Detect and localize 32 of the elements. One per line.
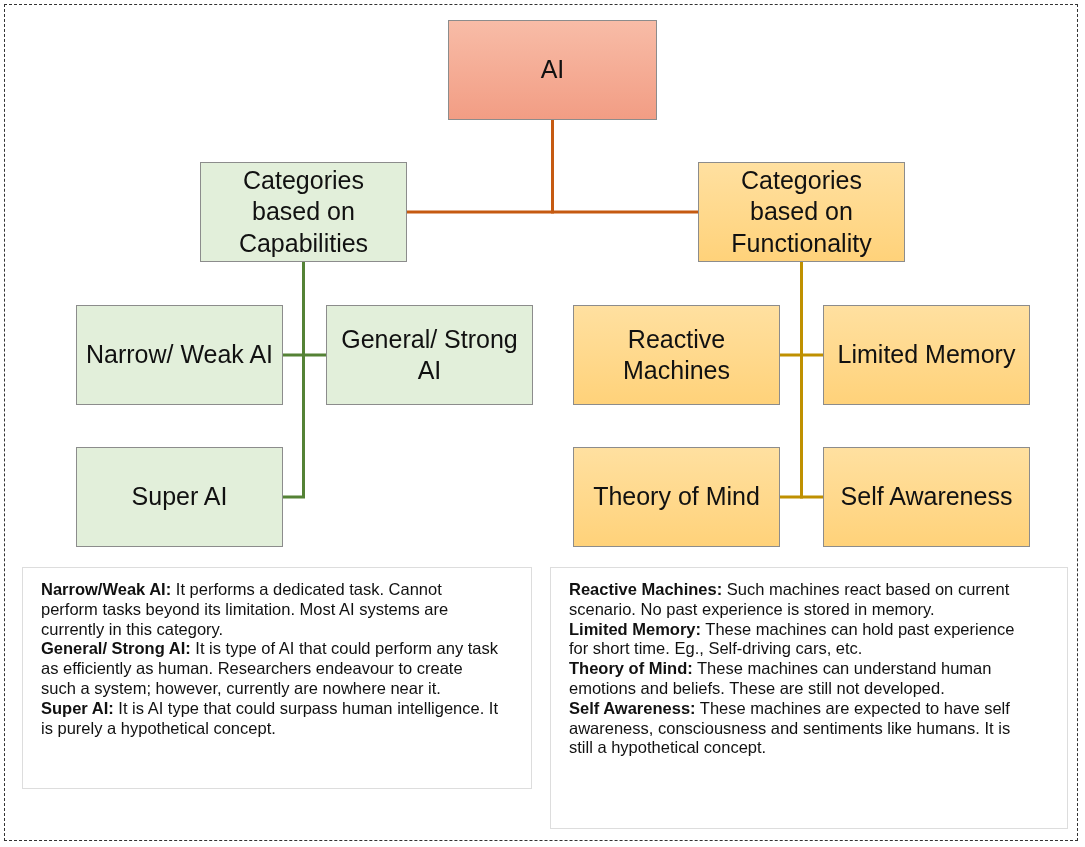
category-box <box>76 305 283 405</box>
box-label: Categories based on Functionality <box>730 165 873 259</box>
root-box <box>448 20 657 120</box>
connector-line <box>800 262 823 499</box>
description-text: Theory of Mind: These machines can understand human emotions and beliefs. These are still not developed. <box>569 659 993 699</box>
category-box <box>200 162 407 262</box>
category-box <box>326 305 533 405</box>
description-text: Reactive Machines: Such machines react based on current scenario. No past experience is stored in memory. <box>569 580 1011 620</box>
description-text: Super AI: It is AI type that could surpass human intelligence. It is purely a hypothetical concept. <box>41 698 500 739</box>
box-label: Categories based on Capabilities <box>237 165 370 259</box>
category-box <box>698 162 905 262</box>
description-text: Narrow/Weak AI: It performs a dedicated task. Cannot perform tasks beyond its limitation. Most AI systems are currently in this category. <box>41 580 450 640</box>
description-text: Limited Memory: These machines can hold past experience for short time. Eg., Self-driving cars, etc. <box>569 619 1016 660</box>
connector-line <box>283 262 305 499</box>
description-text: General/ Strong AI: It is type of AI that could perform any task as efficiently as human. Researchers endeavour to create such a system; however, currently are nowhere near it. <box>41 639 499 699</box>
category-box <box>76 447 283 547</box>
box-label: AI <box>539 54 566 86</box>
box-label: Theory of Mind <box>592 481 761 513</box>
description-text: Self Awareness: These machines are expected to have self awareness, consciousness and sentiments like humans. It is still a hypothetical concept. <box>569 698 1012 759</box>
box-label: Narrow/ Weak AI <box>84 339 275 371</box>
box-label: Self Awareness <box>839 481 1014 513</box>
category-box <box>823 305 1030 405</box>
box-label: Reactive Machines <box>622 323 731 386</box>
category-box <box>573 447 780 547</box>
box-label: Super AI <box>130 481 229 513</box>
category-box <box>573 305 780 405</box>
description-panel <box>22 567 532 789</box>
connector-line <box>551 120 698 214</box>
box-label: General/ Strong AI <box>340 323 519 386</box>
description-panel <box>550 567 1068 829</box>
box-label: Limited Memory <box>836 339 1017 371</box>
category-box <box>823 447 1030 547</box>
